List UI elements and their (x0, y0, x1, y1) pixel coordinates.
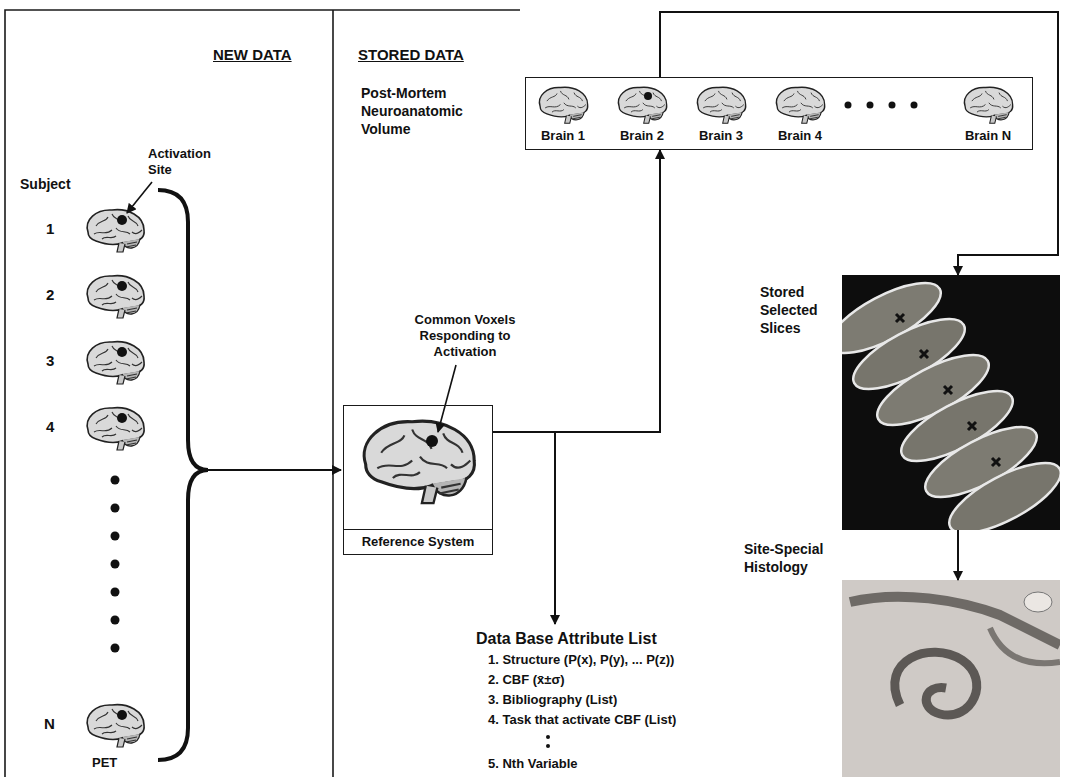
list-heading: Data Base Attribute List (476, 628, 796, 650)
list-item: 5. Nth Variable (476, 754, 796, 774)
common-voxels-leader (438, 365, 456, 432)
activation-dot (426, 435, 438, 447)
tissue-band (990, 628, 1060, 663)
panel-frame (5, 10, 520, 777)
histology-illustration (842, 580, 1060, 777)
section-heading: STORED DATA (358, 46, 464, 64)
list-item: 3. Bibliography (List) (476, 690, 796, 710)
activation-dot (644, 92, 652, 100)
ellipsis-dot (845, 102, 852, 109)
ellipsis-dot (889, 102, 896, 109)
activation-dot (117, 215, 127, 225)
ellipsis-dot (111, 504, 120, 513)
brain-icon (618, 87, 666, 123)
ellipsis-dot (546, 735, 550, 739)
brain-label: Brain N (958, 128, 1018, 144)
activation-dot (117, 281, 127, 291)
ellipsis-dot (111, 588, 120, 597)
subject-brains (87, 210, 144, 747)
subject-number: 3 (46, 352, 54, 370)
slices-illustration (842, 275, 1060, 530)
heading-text: Stored Selected Slices (760, 283, 838, 337)
bracket-arrow (208, 469, 341, 471)
list-item: 2. CBF (x̄±σ) (476, 670, 796, 690)
curly-bracket (158, 190, 208, 760)
section-heading: NEW DATA (213, 46, 292, 64)
brain-icon (87, 210, 144, 252)
brain-label: Brain 1 (533, 128, 593, 144)
stored-brains (539, 87, 1012, 123)
histology-image: Site-Special Histology (842, 580, 1060, 777)
brain-slice (940, 449, 1060, 530)
reference-system-box: Reference System (343, 405, 493, 555)
activation-dot (117, 413, 127, 423)
brain-icon (697, 87, 745, 123)
callout-label: Activation Site (148, 146, 228, 178)
ellipsis-dot (546, 744, 550, 748)
brain-label: Brain 3 (691, 128, 751, 144)
brain-label: Brain 4 (770, 128, 830, 144)
stored-slices-image: Stored Selected Slices (842, 275, 1060, 530)
flow-arrow (660, 12, 1058, 275)
activation-dot (117, 347, 127, 357)
ellipsis-dot (111, 532, 120, 541)
vertical-ellipsis (476, 730, 796, 754)
ellipsis-dot (111, 476, 120, 485)
subject-number: 2 (46, 286, 54, 304)
heading-text: Post-Mortem Neuroanatomic Volume (361, 84, 516, 138)
subject-number: 4 (46, 418, 54, 436)
modality-label: PET (92, 755, 117, 771)
ellipsis-dot (111, 560, 120, 569)
activation-leader (127, 182, 152, 213)
list-item: 1. Structure (P(x), P(y), ... P(z)) (476, 650, 796, 670)
brain-icon (87, 276, 144, 318)
ellipsis-dot (111, 616, 120, 625)
box-label: Reference System (344, 529, 492, 554)
reference-brain (364, 421, 474, 503)
ellipsis-dot (867, 102, 874, 109)
brain-icon (364, 421, 474, 503)
brain-icon (87, 705, 144, 747)
histology-ground (842, 580, 1060, 777)
brain-icon (776, 87, 824, 123)
subject-number: 1 (46, 220, 54, 238)
brain-icon (964, 87, 1012, 123)
heading-text: Site-Special Histology (744, 540, 838, 576)
ellipsis-dot (111, 644, 120, 653)
flow-arrow (957, 530, 959, 580)
list-item: 4. Task that activate CBF (List) (476, 710, 796, 730)
divider-line (332, 10, 334, 777)
flow-arrow (493, 150, 660, 432)
ventricle (1024, 592, 1052, 612)
brain-icon (539, 87, 587, 123)
axis-label: Subject (20, 176, 71, 193)
activation-dot (117, 710, 127, 720)
brain-label: Brain 2 (612, 128, 672, 144)
flow-arrow (493, 432, 555, 624)
brain-icon (87, 342, 144, 384)
site-mark (896, 314, 1000, 466)
subject-number: N (44, 715, 55, 733)
frame-line (5, 10, 520, 777)
vertical-ellipsis (111, 476, 120, 653)
ellipsis-dot (911, 102, 918, 109)
attribute-list: Data Base Attribute List1. Structure (P(… (476, 624, 796, 774)
callout-label: Common Voxels Responding to Activation (404, 312, 526, 360)
brain-icon (87, 408, 144, 450)
hippocampus-curl (895, 652, 977, 715)
